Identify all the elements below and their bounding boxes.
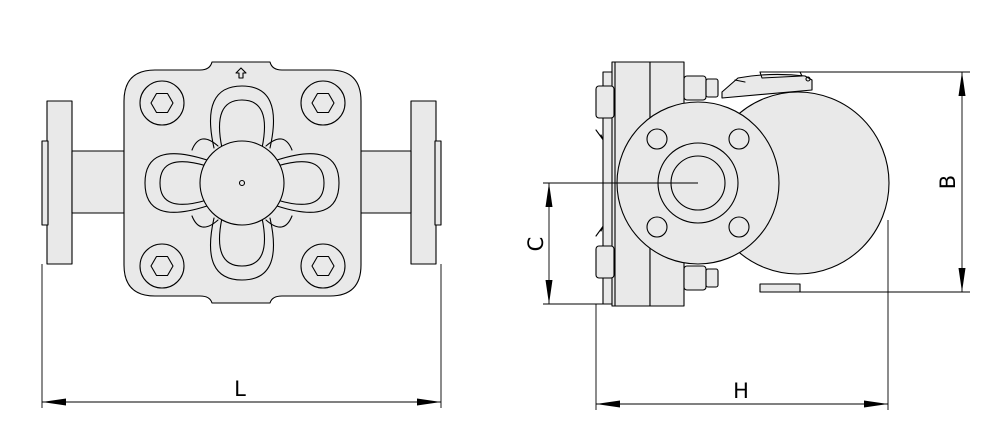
top-cap [721,71,813,99]
bolt-top-right [300,80,346,126]
flow-direction-arrow-icon [235,67,247,79]
bolt-bottom-left [139,243,185,289]
dimension-b-label: B [936,175,960,189]
bolt-top-left [139,80,185,126]
bolt-bottom-right [300,243,346,289]
dimension-h-label: H [733,379,749,403]
dimension-h: H [595,220,889,410]
dimension-c-label: C [524,237,548,252]
dimension-c: C [524,182,698,305]
side-bolts [595,75,719,291]
bottom-plug [759,283,801,293]
left-flange [41,100,125,265]
side-view [595,61,890,307]
front-view [41,61,442,304]
dimension-l-label: L [234,377,246,401]
right-flange [357,100,442,265]
dimension-b: B [800,71,970,293]
cover-lobes [144,85,340,281]
dimension-l: L [41,264,442,408]
